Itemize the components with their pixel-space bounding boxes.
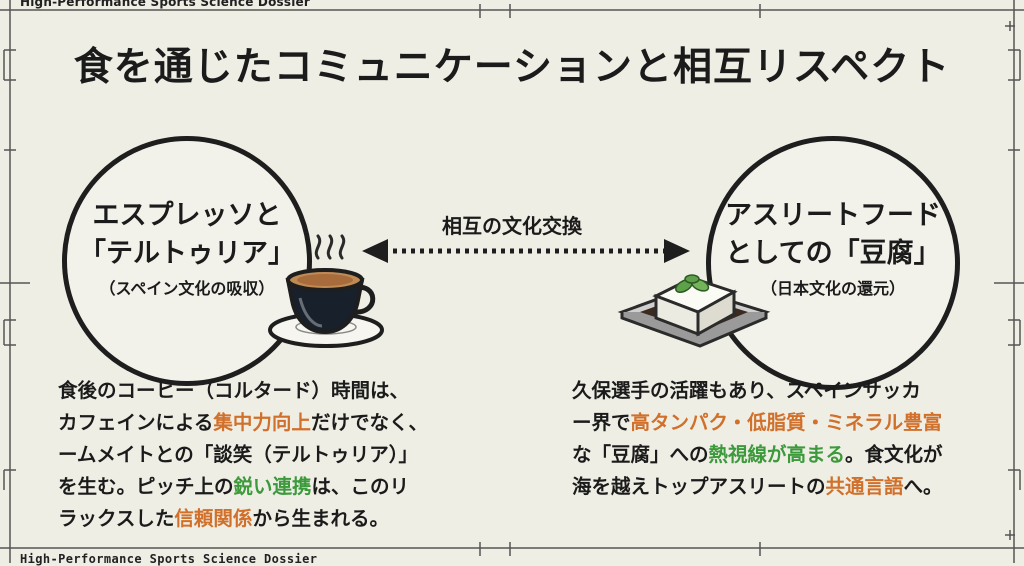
tofu-concept-circle: アスリートフード としての「豆腐」 （日本文化の還元） <box>706 136 960 390</box>
right-line-2: ー界で高タンパク・低脂質・ミネラル豊富 <box>572 411 943 434</box>
right-circle-line3: （日本文化の還元） <box>760 279 905 298</box>
highlight-common-language: 共通言語 <box>825 475 904 498</box>
basil-leaf-icon <box>675 274 710 293</box>
left-line-4: を生む。ピッチ上の鋭い連携は、このリ <box>58 475 410 498</box>
exchange-label: 相互の文化交換 <box>442 214 582 238</box>
highlight-sharp-teamwork: 鋭い連携 <box>233 475 312 498</box>
left-line-2: カフェインによる集中力向上だけでなく、 <box>58 411 428 434</box>
right-line-4: 海を越えトップアスリートの共通言語へ。 <box>572 475 943 498</box>
highlight-attention: 熱視線が高まる <box>708 443 846 466</box>
left-line-3: ームメイトとの「談笑（テルトゥリア）」 <box>58 443 418 466</box>
highlight-nutrition: 高タンパク・低脂質・ミネラル豊富 <box>630 411 943 434</box>
highlight-concentration: 集中力向上 <box>213 411 311 434</box>
right-line-3: な「豆腐」への熱視線が高まる。食文化が <box>572 443 943 466</box>
left-circle-line2: 「テルトゥリア」 <box>79 238 295 269</box>
espresso-concept-circle: エスプレッソと 「テルトゥリア」 （スペイン文化の吸収） <box>62 136 312 386</box>
steam-icon <box>314 234 346 260</box>
left-line-5: ラックスした信頼関係から生まれる。 <box>58 507 389 530</box>
left-circle-line1: エスプレッソと <box>92 200 282 231</box>
right-line-1: 久保選手の活躍もあり、スペインサッカ <box>572 379 921 402</box>
header-label: High-Performance Sports Science Dossier <box>20 0 310 9</box>
left-circle-line3: （スペイン文化の吸収） <box>99 279 275 298</box>
right-circle-line1: アスリートフード <box>725 200 941 231</box>
right-circle-line2: としての「豆腐」 <box>725 238 941 269</box>
right-description: 久保選手の活躍もあり、スペインサッカ ー界で高タンパク・低脂質・ミネラル豊富 な… <box>572 375 943 503</box>
left-description: 食後のコーヒー（コルタード）時間は、 カフェインによる集中力向上だけでなく、 ー… <box>58 375 428 535</box>
highlight-trust: 信頼関係 <box>174 507 253 530</box>
page-title: 食を通じたコミュニケーションと相互リスペクト <box>73 45 951 90</box>
left-line-1: 食後のコーヒー（コルタード）時間は、 <box>58 379 410 402</box>
